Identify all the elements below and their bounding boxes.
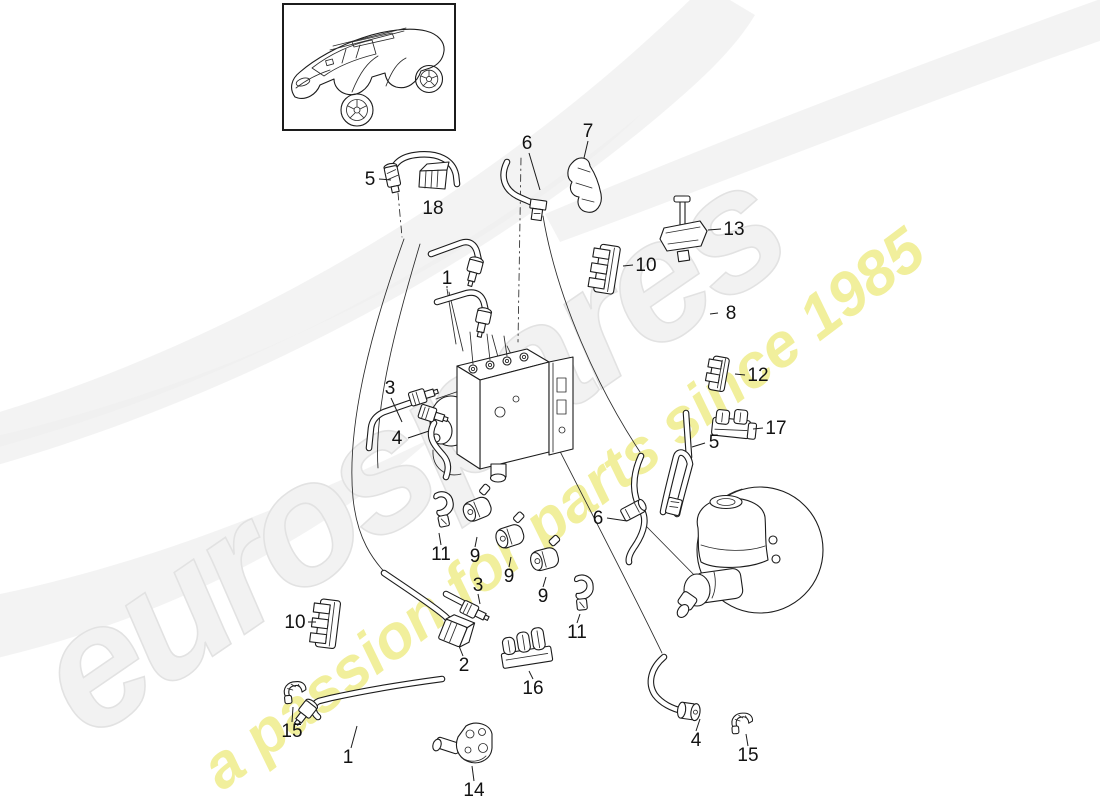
svg-text:8: 8 (726, 303, 737, 324)
callout-15-left: 15 (281, 706, 303, 742)
car-thumbnail-box (282, 3, 456, 131)
part-13-bolt-clamp (659, 195, 708, 263)
callout-17: 17 (752, 418, 787, 439)
part-18-connector (418, 161, 450, 190)
part-5-pipes-right (659, 409, 694, 518)
callout-15-right: 15 (737, 733, 759, 766)
svg-text:7: 7 (583, 121, 594, 142)
callout-4-bottom: 4 (691, 718, 702, 751)
callout-11-right: 11 (567, 613, 587, 643)
callout-6-top: 6 (522, 133, 541, 191)
callout-10-left: 10 (284, 612, 316, 633)
svg-text:11: 11 (567, 622, 587, 643)
svg-text:9: 9 (538, 586, 549, 607)
svg-text:12: 12 (747, 365, 768, 386)
callout-4-upper: 4 (392, 428, 430, 449)
svg-text:6: 6 (593, 508, 604, 529)
callout-11-left: 11 (431, 532, 451, 565)
part-15-clip-left (283, 681, 307, 705)
callout-12: 12 (734, 365, 769, 386)
part-9-grommet-1 (462, 483, 492, 522)
svg-text:6: 6 (522, 133, 533, 154)
part-14-junction-block (432, 722, 493, 764)
parts (283, 151, 824, 764)
callout-1-top: 1 (442, 268, 453, 289)
background-swoosh-ribbons (0, 0, 1100, 658)
svg-text:2: 2 (459, 655, 470, 676)
part-2-pipe-with-connector (380, 569, 476, 648)
callout-7: 7 (583, 121, 594, 159)
callout-16: 16 (522, 670, 544, 699)
svg-text:18: 18 (422, 198, 443, 219)
part-9-grommet-3 (530, 534, 561, 572)
callout-8: 8 (709, 303, 737, 324)
part-1-brake-pipe-bottom (293, 675, 446, 726)
svg-text:10: 10 (284, 612, 305, 633)
svg-text:5: 5 (709, 432, 720, 453)
svg-text:14: 14 (463, 780, 485, 800)
svg-text:13: 13 (723, 219, 744, 240)
callout-9-2: 9 (504, 556, 515, 587)
part-11-clip-right (573, 574, 594, 611)
part-10-clip-holder-left (309, 598, 342, 650)
svg-text:17: 17 (765, 418, 786, 439)
callout-6-right: 6 (593, 508, 628, 529)
callout-14: 14 (463, 765, 485, 800)
part-1-brake-pipes-upper (427, 238, 493, 338)
callouts: 5 18 6 7 13 10 1 8 12 (281, 121, 786, 800)
part-11-clip-left (433, 491, 454, 528)
part-6-brake-hose-top (500, 158, 548, 222)
callout-13: 13 (707, 219, 745, 240)
callout-18: 18 (422, 198, 443, 219)
svg-text:1: 1 (442, 268, 453, 289)
svg-text:11: 11 (431, 544, 451, 565)
svg-text:9: 9 (504, 566, 515, 587)
callout-3-lower: 3 (473, 575, 484, 605)
svg-text:9: 9 (470, 546, 481, 567)
svg-text:16: 16 (522, 678, 543, 699)
part-12-clip (704, 355, 730, 393)
callout-9-1: 9 (470, 536, 481, 567)
callout-10-right: 10 (622, 255, 657, 276)
svg-text:3: 3 (385, 378, 396, 399)
part-7-clip-bracket (567, 157, 602, 213)
part-9-grommet-2 (495, 511, 525, 549)
part-5-front-brake-hose (383, 151, 461, 194)
svg-text:15: 15 (281, 721, 302, 742)
svg-text:10: 10 (635, 255, 656, 276)
svg-text:3: 3 (473, 575, 484, 596)
part-4-brake-hose-bottom (647, 653, 701, 722)
part-6-brake-hose-right (620, 452, 648, 566)
part-16-clamp-bar (500, 627, 554, 669)
part-15-clip-right (731, 712, 753, 735)
callout-5-right: 5 (691, 432, 720, 453)
abs-hydraulic-unit (429, 331, 574, 483)
callout-3-upper: 3 (385, 378, 403, 423)
part-4-brake-hose-upper (417, 403, 452, 481)
svg-text:5: 5 (365, 169, 376, 190)
brake-booster-assembly (676, 486, 824, 618)
callout-1-bottom: 1 (343, 725, 358, 768)
callout-9-3: 9 (538, 576, 549, 607)
part-17-double-clamp (711, 408, 758, 440)
part-3-brake-pipe-lower (442, 590, 490, 621)
callout-5-top: 5 (365, 169, 392, 190)
part-3-brake-pipe-upper (365, 388, 439, 452)
svg-text:15: 15 (737, 745, 758, 766)
part-10-clip-holder-right (587, 243, 621, 295)
callout-2: 2 (458, 645, 470, 676)
svg-text:1: 1 (343, 747, 354, 768)
cayenne-suv-icon (291, 27, 445, 127)
svg-text:4: 4 (392, 428, 403, 449)
svg-text:4: 4 (691, 730, 702, 751)
